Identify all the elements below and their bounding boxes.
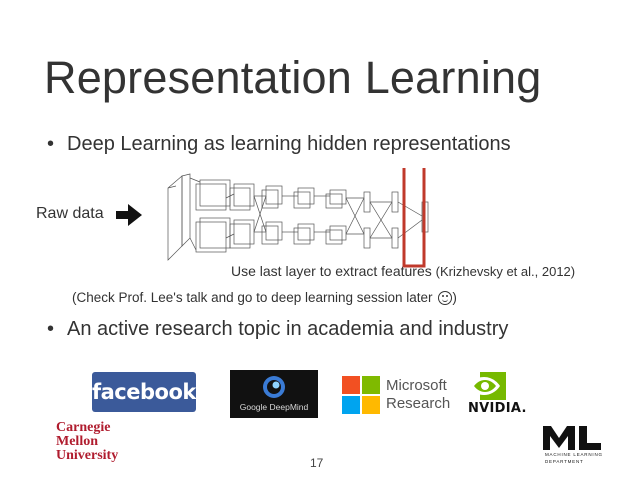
- nvidia-wordmark: NVIDIA.: [468, 401, 527, 416]
- page-number: 17: [310, 456, 324, 470]
- cnn-architecture-diagram: [167, 168, 429, 268]
- deepmind-logo: Google DeepMind: [230, 370, 318, 418]
- note-suffix: ): [452, 290, 457, 305]
- bullet-item: • Deep Learning as learning hidden repres…: [47, 133, 511, 156]
- microsoft-research-wordmark: Microsoft Research: [386, 377, 450, 413]
- deepmind-swirl-icon: [263, 376, 285, 398]
- arrow-right-icon: [116, 204, 142, 226]
- bullet-item: • An active research topic in academia an…: [47, 318, 508, 341]
- ml-sub-text: MACHINE LEARNING: [545, 452, 603, 457]
- talk-note: (Check Prof. Lee's talk and go to deep l…: [72, 290, 457, 305]
- cmu-logo: Carnegie Mellon University: [56, 421, 118, 463]
- raw-data-label: Raw data: [36, 205, 104, 222]
- facebook-logo: facebook.: [92, 372, 204, 412]
- note-text: (Check Prof. Lee's talk and go to deep l…: [72, 290, 433, 305]
- bullet-text: Deep Learning as learning hidden represe…: [67, 133, 511, 155]
- cmu-line: Carnegie: [56, 420, 111, 435]
- citation: (Krizhevsky et al., 2012): [435, 264, 576, 279]
- ml-department-logo-icon: [543, 426, 601, 450]
- research-line: Research: [386, 395, 451, 412]
- last-layer-highlight-box: [402, 168, 426, 268]
- nvidia-eye-icon: [468, 372, 506, 400]
- microsoft-line: Microsoft: [386, 377, 447, 394]
- ml-sub-text: DEPARTMENT: [545, 459, 584, 464]
- slide-title: Representation Learning: [44, 52, 542, 103]
- bullet-glyph: •: [47, 133, 55, 155]
- cmu-line: Mellon: [56, 434, 98, 449]
- microsoft-logo-icon: [342, 376, 380, 414]
- deepmind-wordmark: Google DeepMind: [239, 402, 309, 412]
- bullet-text: An active research topic in academia and…: [67, 318, 509, 340]
- bullet-glyph: •: [47, 318, 55, 340]
- cmu-line: University: [56, 448, 119, 463]
- smiley-icon: [438, 291, 453, 305]
- figure-caption: Use last layer to extract features (Kriz…: [231, 263, 575, 279]
- caption-text: Use last layer to extract features: [231, 263, 432, 279]
